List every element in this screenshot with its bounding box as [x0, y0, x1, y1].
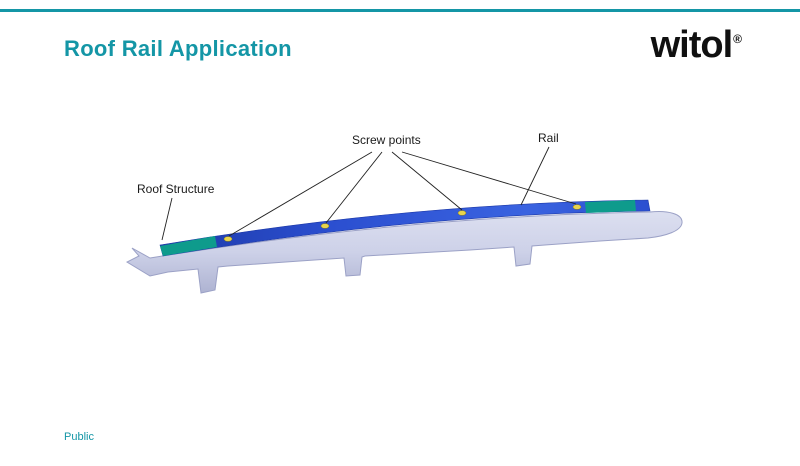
- leader-line-screw-3: [391, 151, 463, 211]
- page-title: Roof Rail Application: [64, 36, 292, 61]
- screw-points-label: Screw points: [352, 133, 421, 147]
- leader-line-screw-1: [228, 151, 373, 237]
- witol-logo: witol®: [651, 24, 742, 67]
- top-accent-rule: [0, 9, 800, 12]
- rail-body-shape: [125, 211, 683, 294]
- screw-point-marker-4: [572, 204, 582, 210]
- registered-mark: ®: [733, 32, 742, 47]
- rail-teal-segment-right: [585, 200, 636, 213]
- screw-point-marker-2: [320, 223, 330, 229]
- screw-point-marker-3: [457, 210, 467, 216]
- rail-teal-segment-left: [160, 236, 217, 256]
- roof-structure-label: Roof Structure: [137, 182, 215, 196]
- rail-label: Rail: [538, 131, 559, 145]
- footer-classification: Public: [64, 431, 94, 443]
- screw-point-marker-1: [223, 236, 233, 242]
- leader-line-rail: [520, 146, 550, 206]
- leader-line-roof-structure: [161, 197, 173, 241]
- logo-text: witol: [650, 24, 734, 66]
- rail-top-surface: [159, 199, 651, 257]
- leader-line-screw-2: [325, 151, 383, 224]
- leader-line-screw-4: [401, 151, 577, 205]
